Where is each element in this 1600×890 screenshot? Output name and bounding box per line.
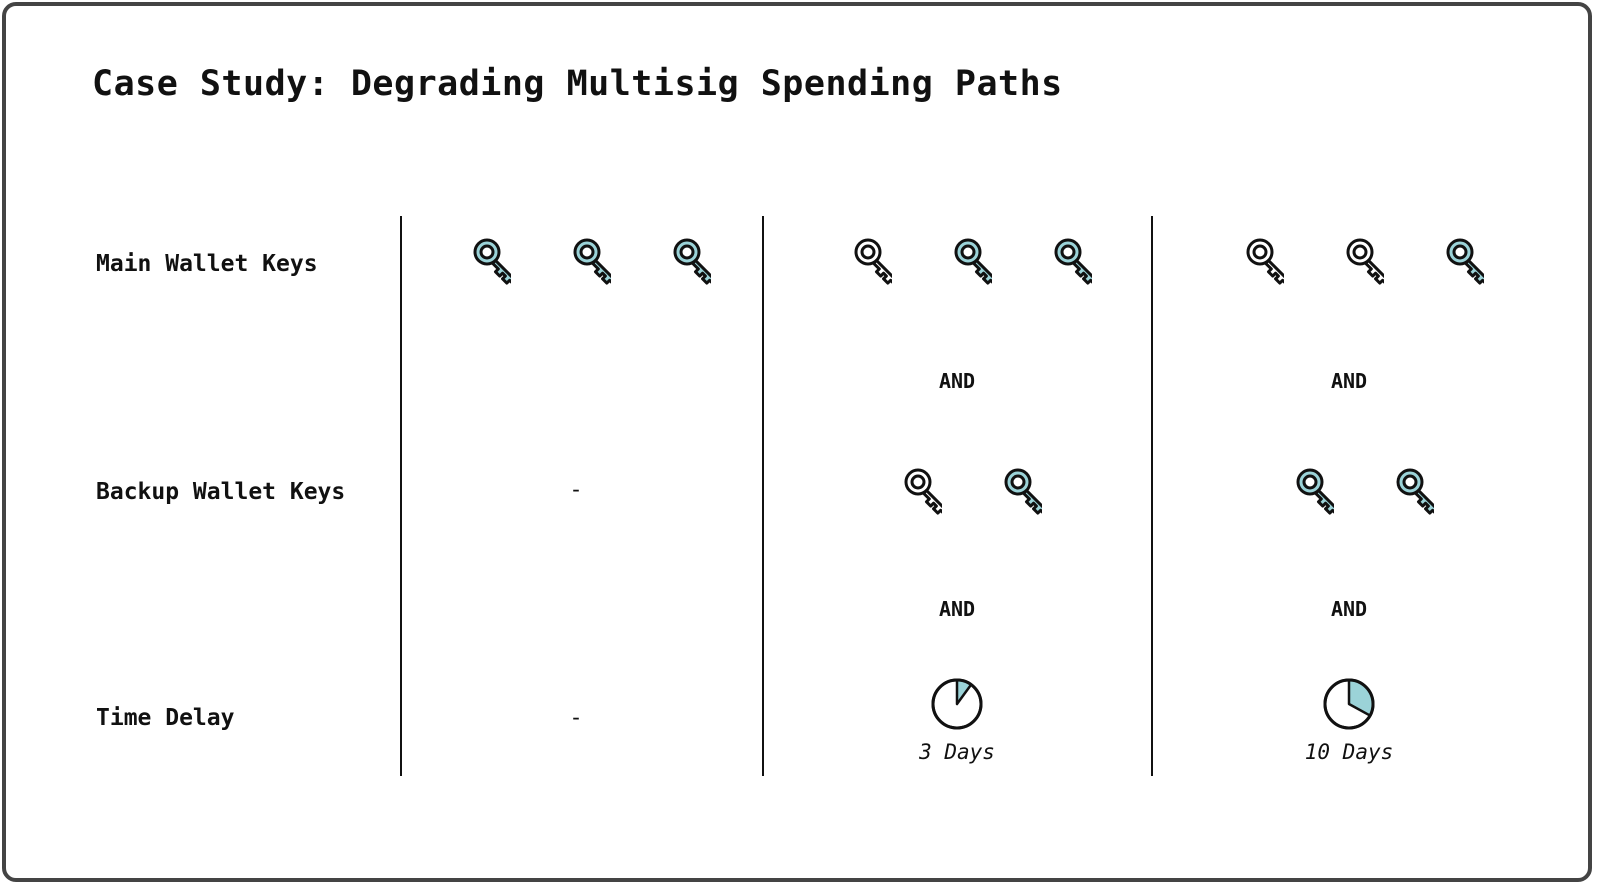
column-2-main-key-icon-3-filled (1022, 228, 1092, 300)
column-1-main-key-icon-1-filled (441, 228, 511, 300)
column-1-main-key-icon-2-filled (541, 228, 611, 300)
column-3-main-keys (1214, 228, 1484, 300)
row-label-main-keys: Main Wallet Keys (96, 251, 318, 277)
column-2-clock (930, 677, 984, 731)
clock-icon (1322, 677, 1376, 731)
column-3-backup-key-icon-2-filled (1364, 458, 1434, 530)
column-2-main-key-icon-2-filled (922, 228, 992, 300)
column-3-main-key-icon-3-filled (1414, 228, 1484, 300)
column-2-backup-key-icon-2-filled (972, 458, 1042, 530)
column-2-backup-key-icon-1-outline (872, 458, 942, 530)
row-label-time-delay: Time Delay (96, 705, 235, 731)
column-1-time-delay-none: - (569, 705, 583, 731)
column-2-backup-keys (872, 458, 1042, 530)
column-3-clock (1322, 677, 1376, 731)
column-2-delay-label: 3 Days (919, 740, 995, 764)
column-divider (762, 216, 764, 776)
row-label-backup-keys: Backup Wallet Keys (96, 479, 346, 505)
column-2-and-2: AND (938, 597, 976, 621)
column-2-main-keys (822, 228, 1092, 300)
column-3-and-2: AND (1330, 597, 1368, 621)
column-divider (1151, 216, 1153, 776)
column-3-main-key-icon-2-outline (1314, 228, 1384, 300)
column-2-main-key-icon-1-outline (822, 228, 892, 300)
column-3-backup-key-icon-1-filled (1264, 458, 1334, 530)
column-1-main-keys (441, 228, 711, 300)
column-2-and-1: AND (938, 369, 976, 393)
column-3-backup-keys (1264, 458, 1434, 530)
column-divider (400, 216, 402, 776)
column-3-and-1: AND (1330, 369, 1368, 393)
clock-icon (930, 677, 984, 731)
column-3-delay-label: 10 Days (1304, 740, 1394, 764)
column-3-main-key-icon-1-outline (1214, 228, 1284, 300)
column-1-main-key-icon-3-filled (641, 228, 711, 300)
page-title: Case Study: Degrading Multisig Spending … (92, 64, 1063, 104)
column-1-backup-keys-none: - (569, 477, 583, 503)
